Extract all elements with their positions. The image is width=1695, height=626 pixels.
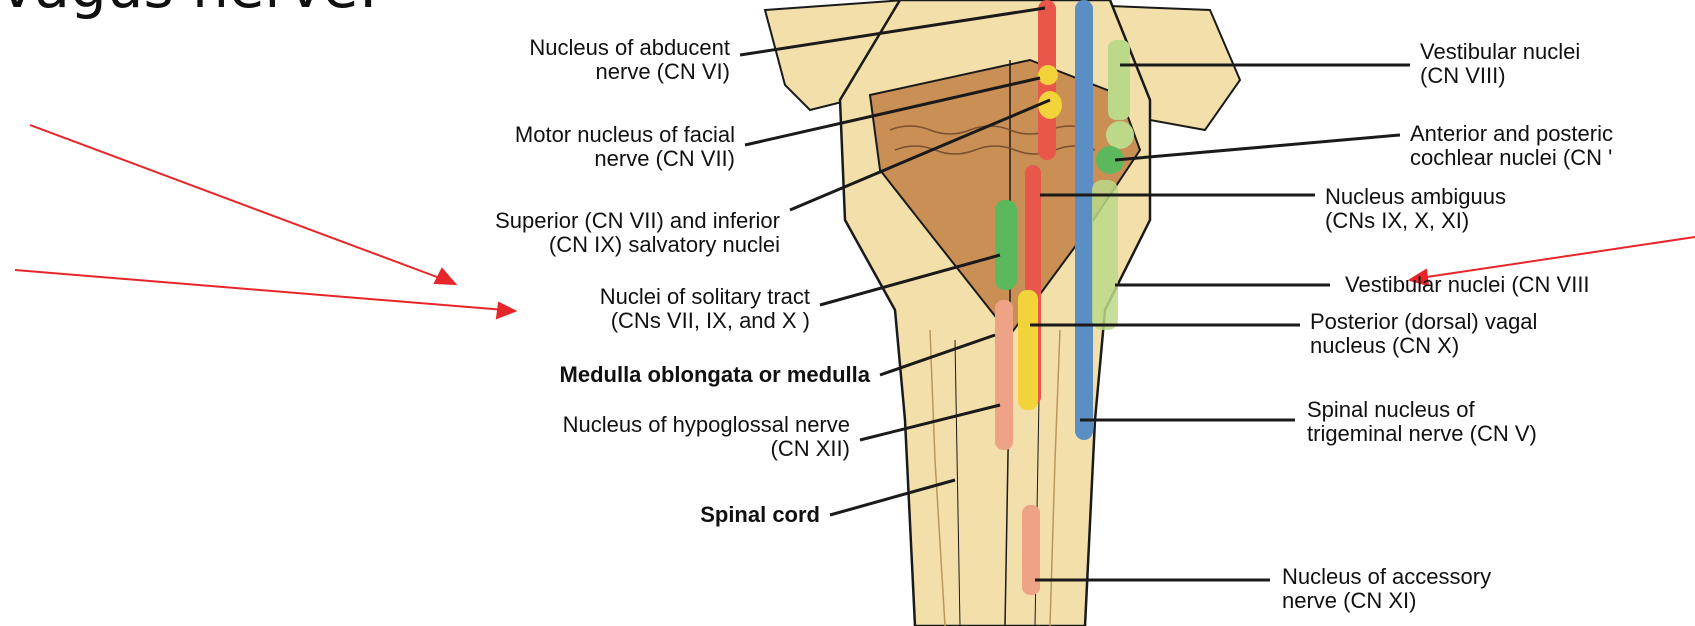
label-hypoglossal-line2: (CN XII) [400, 437, 850, 461]
label-vestibular-mid: Vestibular nuclei (CN VIII [1345, 273, 1590, 297]
trigeminal-column-blue [1075, 0, 1093, 440]
hypoglossal-salmon [995, 300, 1013, 450]
arrowhead-salvatory [435, 269, 455, 284]
label-solitary-line1: Nuclei of solitary tract [450, 285, 810, 309]
label-salvatory: Superior (CN VII) and inferior (CN IX) s… [375, 209, 780, 257]
label-vestibular-mid-text: Vestibular nuclei (CN VIII [1345, 273, 1590, 297]
label-trigeminal-line1: Spinal nucleus of [1307, 398, 1537, 422]
label-facial: Motor nucleus of facial nerve (CN VII) [405, 123, 735, 171]
label-ambiguus: Nucleus ambiguus (CNs IX, X, XI) [1325, 185, 1506, 233]
label-hypoglossal: Nucleus of hypoglossal nerve (CN XII) [400, 413, 850, 461]
label-abducent: Nucleus of abducent nerve (CN VI) [455, 36, 730, 84]
vagal-yellow [1018, 290, 1038, 410]
label-cochlear: Anterior and posteric cochlear nuclei (C… [1410, 122, 1613, 170]
label-vestibular-top-line2: (CN VIII) [1420, 64, 1580, 88]
label-abducent-line2: nerve (CN VI) [455, 60, 730, 84]
label-spinal-cord: Spinal cord [560, 503, 820, 527]
label-accessory-line1: Nucleus of accessory [1282, 565, 1491, 589]
label-medulla-text: Medulla oblongata or medulla [430, 363, 870, 387]
label-abducent-line1: Nucleus of abducent [455, 36, 730, 60]
vestibular-column-green-2 [1092, 180, 1118, 330]
label-spinal-cord-text: Spinal cord [560, 503, 820, 527]
label-cochlear-line2: cochlear nuclei (CN ' [1410, 146, 1613, 170]
label-ambiguus-line1: Nucleus ambiguus [1325, 185, 1506, 209]
label-accessory-line2: nerve (CN XI) [1282, 589, 1491, 613]
label-facial-line2: nerve (CN VII) [405, 147, 735, 171]
label-solitary-line2: (CNs VII, IX, and X ) [450, 309, 810, 333]
label-ambiguus-line2: (CNs IX, X, XI) [1325, 209, 1506, 233]
label-solitary: Nuclei of solitary tract (CNs VII, IX, a… [450, 285, 810, 333]
label-vestibular-top-line1: Vestibular nuclei [1420, 40, 1580, 64]
label-salvatory-line2: (CN IX) salvatory nuclei [375, 233, 780, 257]
label-vagal-line2: nucleus (CN X) [1310, 334, 1537, 358]
label-hypoglossal-line1: Nucleus of hypoglossal nerve [400, 413, 850, 437]
label-medulla: Medulla oblongata or medulla [430, 363, 870, 387]
page-title: vagus nerve: [0, 0, 378, 16]
label-trigeminal: Spinal nucleus of trigeminal nerve (CN V… [1307, 398, 1537, 446]
label-trigeminal-line2: trigeminal nerve (CN V) [1307, 422, 1537, 446]
label-vestibular-top: Vestibular nuclei (CN VIII) [1420, 40, 1580, 88]
solitary-green [995, 200, 1017, 290]
label-vagal-line1: Posterior (dorsal) vagal [1310, 310, 1537, 334]
label-cochlear-line1: Anterior and posteric [1410, 122, 1613, 146]
cochlear-nucleus [1106, 121, 1134, 149]
label-salvatory-line1: Superior (CN VII) and inferior [375, 209, 780, 233]
leader-cochlear [1115, 135, 1400, 160]
label-vagal: Posterior (dorsal) vagal nucleus (CN X) [1310, 310, 1537, 358]
label-facial-line1: Motor nucleus of facial [405, 123, 735, 147]
label-accessory: Nucleus of accessory nerve (CN XI) [1282, 565, 1491, 613]
abducent-nucleus [1038, 65, 1058, 85]
vestibular-column-green [1108, 40, 1130, 120]
